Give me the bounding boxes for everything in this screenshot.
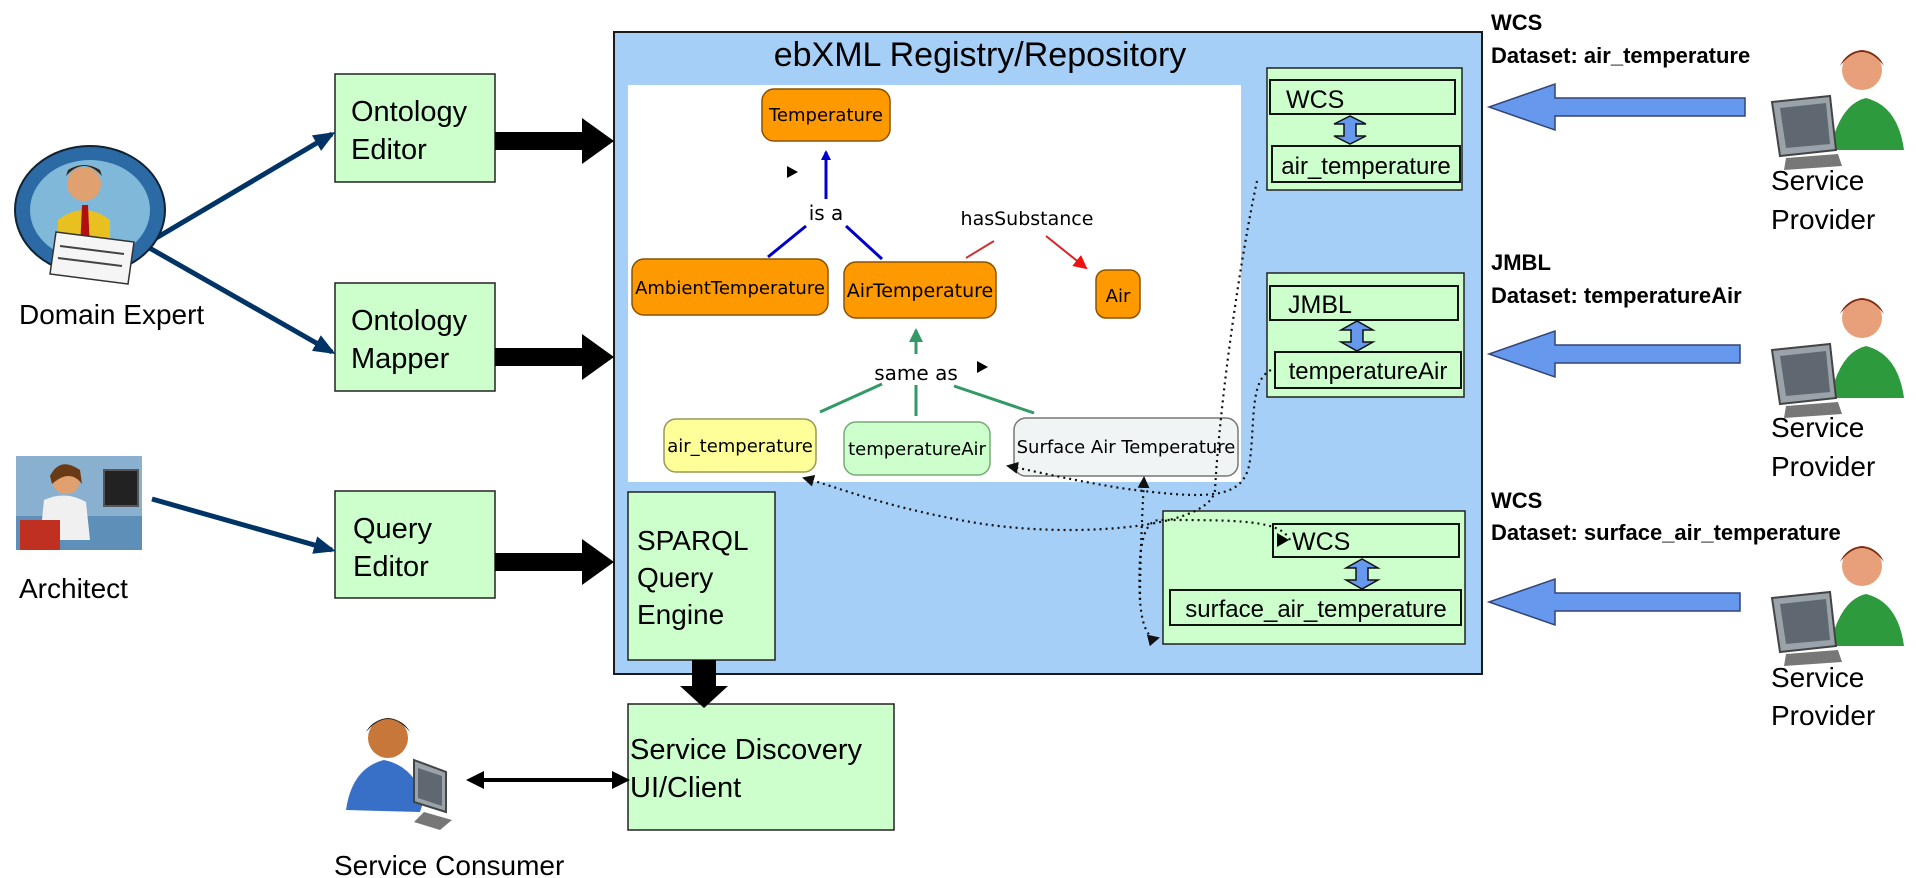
node-temperature-air-green: temperatureAir xyxy=(843,421,991,476)
arrow-editor-to-registry xyxy=(495,118,614,164)
svg-text:surface_air_temperature: surface_air_temperature xyxy=(1185,596,1446,623)
svg-text:temperatureAir: temperatureAir xyxy=(848,439,986,460)
svg-text:Editor: Editor xyxy=(353,551,429,583)
is-a-edge-left xyxy=(767,224,807,259)
service-box-3: WCS surface_air_temperature xyxy=(1162,510,1466,645)
architect-label: Architect xyxy=(19,573,128,604)
same-as-edge-left xyxy=(819,382,883,414)
svg-text:JMBL: JMBL xyxy=(1288,291,1352,319)
ontology-mapper-box: Ontology Mapper xyxy=(334,282,496,392)
svg-text:Surface Air Temperature: Surface Air Temperature xyxy=(1017,437,1236,458)
ontology-editor-box: Ontology Editor xyxy=(334,73,496,183)
arrow-engine-to-client xyxy=(680,660,728,708)
provider-arrow-2 xyxy=(1486,329,1741,379)
is-a-edge-right xyxy=(844,224,884,261)
svg-text:Service Discovery: Service Discovery xyxy=(630,734,863,766)
node-air-temperature-class: AirTemperature xyxy=(843,261,997,319)
service-discovery-client-box: Service Discovery UI/Client xyxy=(627,703,895,831)
svg-text:UI/Client: UI/Client xyxy=(630,772,741,804)
service-2-protocol: JMBL xyxy=(1491,250,1551,275)
svg-text:air_temperature: air_temperature xyxy=(667,436,813,457)
arrow-query-to-registry xyxy=(495,539,614,585)
provider-arrow-3 xyxy=(1486,577,1741,627)
svg-text:temperatureAir: temperatureAir xyxy=(1289,358,1448,385)
service-box-2: JMBL temperatureAir xyxy=(1266,272,1465,398)
query-editor-box: Query Editor xyxy=(334,490,496,599)
svg-text:Air: Air xyxy=(1106,286,1131,307)
service-3-dataset-caption: Dataset: surface_air_temperature xyxy=(1491,520,1841,545)
has-substance-label: hasSubstance xyxy=(961,208,1094,230)
service-1-dataset-caption: Dataset: air_temperature xyxy=(1491,43,1750,68)
service-consumer-label: Service Consumer xyxy=(334,850,564,878)
arrow-expert-to-mapper xyxy=(144,243,336,355)
svg-text:WCS: WCS xyxy=(1292,528,1350,556)
service-consumer-icon xyxy=(346,718,452,830)
service-provider-icon-3 xyxy=(1770,546,1904,666)
svg-text:Query: Query xyxy=(637,562,713,593)
svg-text:Ontology: Ontology xyxy=(351,305,468,337)
arrow-mapper-to-registry xyxy=(495,334,614,380)
svg-text:Temperature: Temperature xyxy=(768,105,883,126)
pointer-glyph-1 xyxy=(787,166,798,178)
pointer-glyph-2 xyxy=(977,361,988,373)
node-ambient-temperature: AmbientTemperature xyxy=(631,258,829,316)
service-box-1: WCS air_temperature xyxy=(1266,67,1463,191)
svg-text:Mapper: Mapper xyxy=(351,343,450,375)
service-1-protocol: WCS xyxy=(1491,10,1542,35)
same-as-edge-right xyxy=(953,384,1035,415)
service-provider-icon-1 xyxy=(1770,50,1904,170)
provider-3-label-line1: Service xyxy=(1771,662,1864,693)
sparql-query-engine: SPARQL Query Engine xyxy=(627,491,776,661)
svg-text:WCS: WCS xyxy=(1286,86,1344,114)
is-a-label: is a xyxy=(809,201,844,225)
provider-1-label-line1: Service xyxy=(1771,165,1864,196)
has-substance-edge-right xyxy=(1045,235,1088,270)
service-2-dataset-caption: Dataset: temperatureAir xyxy=(1491,283,1742,308)
provider-arrow-1 xyxy=(1486,82,1746,132)
provider-3-label-line2: Provider xyxy=(1771,700,1875,731)
svg-text:AmbientTemperature: AmbientTemperature xyxy=(635,278,825,299)
node-air: Air xyxy=(1095,269,1141,319)
mapping-link-surface-node xyxy=(1137,476,1150,601)
svg-text:Editor: Editor xyxy=(351,134,427,166)
svg-text:air_temperature: air_temperature xyxy=(1281,153,1450,180)
registry-title: ebXML Registry/Repository xyxy=(774,36,1187,74)
service-provider-icon-2 xyxy=(1770,298,1904,418)
exchange-arrow-3 xyxy=(1343,558,1381,590)
provider-2-label-line1: Service xyxy=(1771,412,1864,443)
svg-text:Ontology: Ontology xyxy=(351,96,468,128)
arrow-expert-to-editor xyxy=(144,131,336,247)
node-air-temperature-yellow: air_temperature xyxy=(663,418,817,473)
exchange-arrow-1 xyxy=(1333,115,1367,145)
provider-1-label-line2: Provider xyxy=(1771,204,1875,235)
node-surface-air-temperature: Surface Air Temperature xyxy=(1013,417,1239,477)
node-temperature: Temperature xyxy=(761,88,891,142)
architect-icon xyxy=(16,456,142,550)
exchange-arrow-2 xyxy=(1338,320,1376,352)
has-substance-edge-left xyxy=(965,240,995,259)
domain-expert-icon xyxy=(14,145,166,285)
domain-expert-label: Domain Expert xyxy=(19,299,204,330)
same-as-label: same as xyxy=(874,361,958,385)
svg-text:Query: Query xyxy=(353,513,432,545)
provider-2-label-line2: Provider xyxy=(1771,451,1875,482)
mapping-link-temperature-air xyxy=(1006,369,1272,497)
arrow-architect-to-query xyxy=(151,496,336,554)
service-3-protocol: WCS xyxy=(1491,488,1542,513)
svg-text:SPARQL: SPARQL xyxy=(637,525,749,556)
svg-text:AirTemperature: AirTemperature xyxy=(847,280,993,302)
svg-text:Engine: Engine xyxy=(637,599,724,630)
